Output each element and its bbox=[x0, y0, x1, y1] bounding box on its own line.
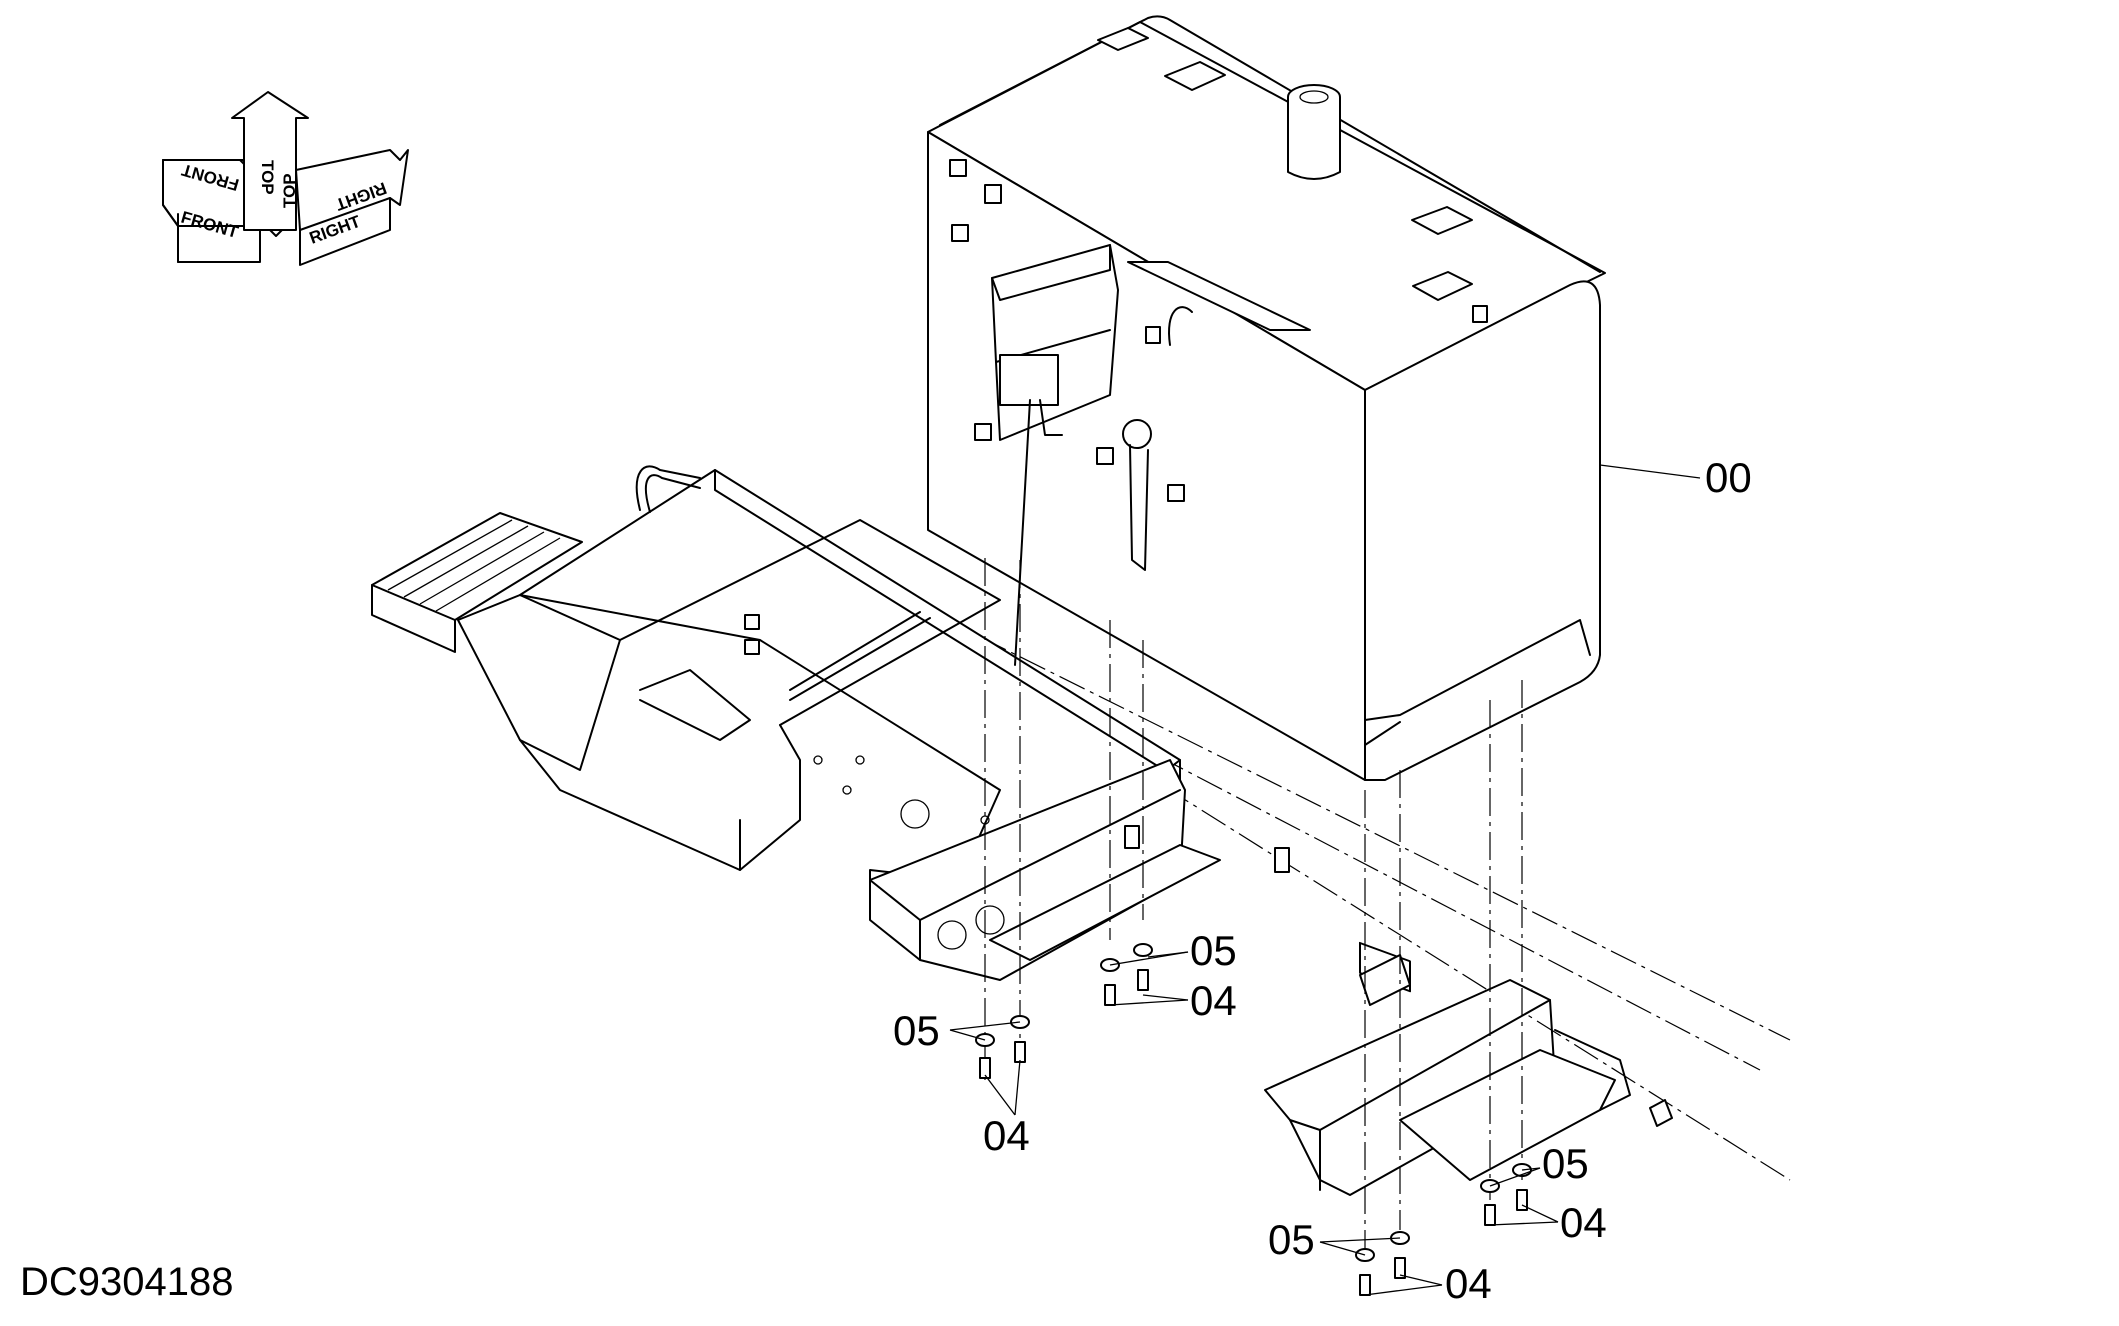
callout-washer: 05 bbox=[893, 1007, 940, 1054]
bolt bbox=[1104, 984, 1116, 1006]
washer bbox=[1133, 943, 1153, 957]
hydraulic-tank bbox=[927, 15, 1606, 781]
callout-bolt: 04 bbox=[1445, 1260, 1492, 1307]
bolt bbox=[979, 1057, 991, 1079]
callout-bolt: 04 bbox=[1560, 1199, 1607, 1246]
top-label-mirrored: TOP bbox=[280, 173, 299, 208]
callout-washer: 05 bbox=[1542, 1140, 1589, 1187]
bolt bbox=[1484, 1204, 1496, 1226]
callout-washer: 05 bbox=[1268, 1216, 1315, 1263]
bolt bbox=[1359, 1274, 1371, 1296]
callout-tank: 00 bbox=[1705, 454, 1752, 501]
callout-bolt: 04 bbox=[1190, 977, 1237, 1024]
orientation-symbol: FRONT FRONT TOP TOP RIGHT RIGHT bbox=[162, 91, 409, 266]
callout-bolt: 04 bbox=[983, 1112, 1030, 1159]
drawing-number: DC9304188 bbox=[20, 1260, 234, 1304]
bolt bbox=[1014, 1041, 1026, 1063]
callout-labels: 00 05 04 05 04 05 04 05 04 bbox=[893, 454, 1752, 1307]
mounting-centerlines bbox=[984, 558, 1523, 1250]
callout-washer: 05 bbox=[1190, 927, 1237, 974]
right-tank-bracket bbox=[1264, 941, 1673, 1196]
step-bracket-assembly bbox=[371, 465, 1290, 981]
bolt bbox=[1137, 969, 1149, 991]
leader-lines bbox=[949, 464, 1701, 1296]
top-arrow-icon bbox=[231, 91, 309, 231]
bolt bbox=[1516, 1189, 1528, 1211]
top-label: TOP bbox=[258, 160, 277, 195]
bolt bbox=[1394, 1257, 1406, 1279]
